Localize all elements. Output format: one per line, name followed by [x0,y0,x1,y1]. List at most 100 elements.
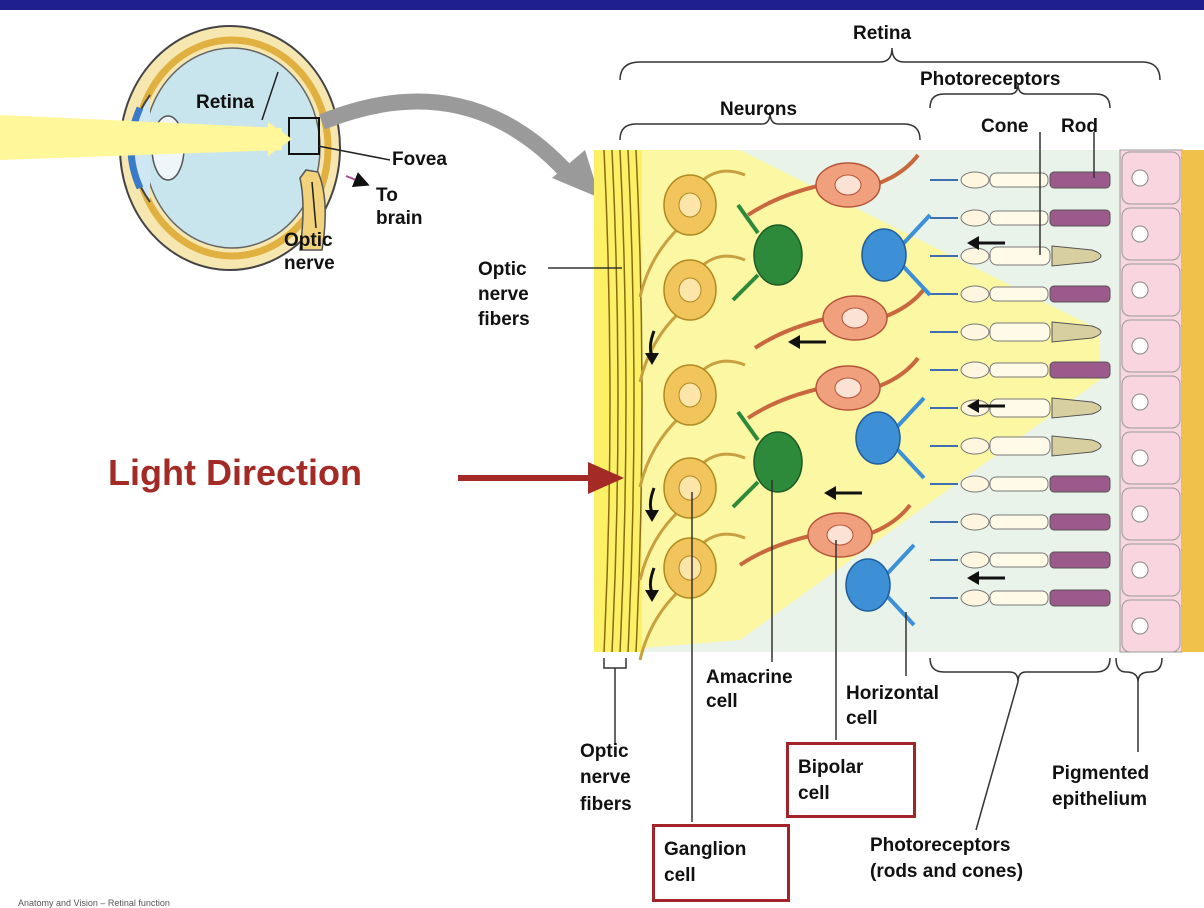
label-to-brain-1: To [376,185,398,206]
amacrine-cell-body [753,224,803,286]
pigment-nucleus [1131,169,1149,187]
ganglion-nucleus [678,475,702,501]
label-retina-top: Retina [853,23,912,44]
rod-outer-segment [1049,361,1111,379]
bipolar-nucleus [841,307,869,329]
cone-inner-segment [989,398,1051,418]
label-rod: Rod [1061,116,1098,137]
ganglion-nucleus [678,192,702,218]
rod-outer-segment [1049,551,1111,569]
pigment-cell [1121,431,1181,485]
photoreceptor-nucleus [960,589,990,607]
amacrine-process [731,410,760,509]
label-amacrine-2: cell [706,691,738,712]
ganglion-cells [638,169,746,661]
signal-arrow-head [645,510,659,522]
label-eye-retina: Retina [196,92,255,113]
pigment-nucleus [1131,449,1149,467]
label-bipolar-1: Bipolar [798,757,864,778]
bipolar-nucleus [834,174,862,196]
bipolar-cells [738,153,927,567]
signal-arrow-head [645,590,659,602]
bipolar-axon [746,386,823,420]
label-cone: Cone [981,116,1029,137]
photoreceptor-layer [930,171,1111,607]
label-amacrine-1: Amacrine [706,667,793,688]
label-onf-top-2: nerve [478,284,529,305]
signal-arrow-head [824,486,836,500]
pigment-cell [1121,543,1181,597]
pigment-cell [1121,487,1181,541]
photoreceptor-nucleus [960,475,990,493]
ganglion-axon [638,508,682,581]
amacrine-horizontal-cells [731,203,932,627]
header-band [0,0,1204,10]
ganglion-dendrite [701,169,746,183]
pigment-nucleus [1131,337,1149,355]
ganglion-dendrite [701,254,746,268]
rod-inner-segment [989,286,1049,302]
pigment-nucleus [1131,281,1149,299]
label-to-brain-2: brain [376,208,423,229]
ganglion-dendrite [701,452,746,466]
pigment-cell [1121,207,1181,261]
rod-outer-segment [1049,285,1111,303]
label-onf-top-3: fibers [478,309,530,330]
bipolar-axon [753,316,830,350]
signal-arrow-head [788,335,800,349]
rod-inner-segment [989,210,1049,226]
photoreceptor-nucleus [960,171,990,189]
photoreceptor-nucleus [960,437,990,455]
label-onf-bottom-1: Optic [580,741,629,762]
rod-outer-segment [1049,171,1111,189]
label-pigmented-1: Pigmented [1052,763,1150,784]
label-horizontal-2: cell [846,708,878,729]
rod-inner-segment [989,514,1049,530]
label-optic-nerve-2: nerve [284,253,335,274]
rod-outer-segment [1049,475,1111,493]
horizontal-process [884,543,916,627]
cone-outer-segment [1051,397,1102,419]
photoreceptor-nucleus [960,285,990,303]
cone-outer-segment [1051,321,1102,343]
amacrine-cell-body [753,431,803,493]
ganglion-nucleus [678,555,702,581]
rod-inner-segment [989,476,1049,492]
label-optic-nerve-1: Optic [284,230,333,251]
rod-inner-segment [989,172,1049,188]
label-ganglion-1: Ganglion [664,839,747,860]
bipolar-nucleus [834,377,862,399]
photoreceptor-nucleus [960,209,990,227]
photoreceptor-nucleus [960,551,990,569]
rod-inner-segment [989,590,1049,606]
cone-inner-segment [989,246,1051,266]
horizontal-process [894,396,926,480]
label-bipolar-2: cell [798,783,830,804]
signal-arrow-head [645,353,659,365]
label-photoreceptors-bottom-2: (rods and cones) [870,861,1024,882]
label-horizontal-1: Horizontal [846,683,939,704]
label-photoreceptors-top: Photoreceptors [920,69,1061,90]
pigment-cells [1121,151,1181,653]
photoreceptor-nucleus [960,361,990,379]
rod-outer-segment [1049,513,1111,531]
ganglion-axon [638,415,682,488]
pigment-cell [1121,599,1181,653]
ganglion-axon [638,225,682,298]
bipolar-axon [738,533,815,567]
rod-inner-segment [989,552,1049,568]
cone-outer-segment [1051,245,1102,267]
zoom-arrow [318,93,579,184]
horizontal-cell-body [861,228,907,282]
pigment-cell [1121,319,1181,373]
ganglion-highlight-box [652,824,790,902]
label-pigmented-2: epithelium [1052,789,1148,810]
pigment-nucleus [1131,505,1149,523]
ganglion-axon [638,310,682,383]
horizontal-cell-body [845,558,891,612]
rod-inner-segment [989,362,1049,378]
ganglion-nucleus [678,277,702,303]
ganglion-nucleus [678,382,702,408]
